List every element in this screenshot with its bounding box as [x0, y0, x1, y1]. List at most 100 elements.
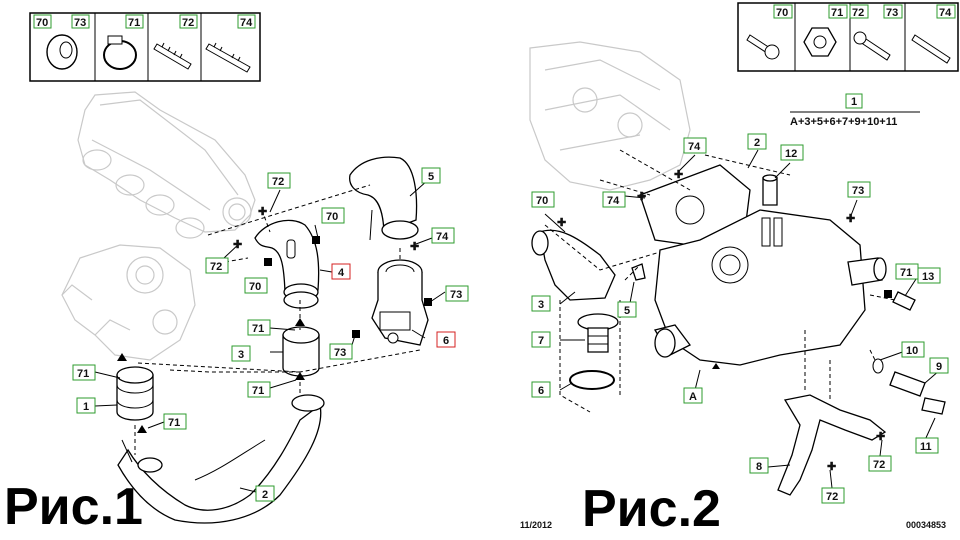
fig1-part-6-egr-valve	[371, 259, 429, 346]
fig1-part-1-sleeve	[116, 366, 154, 421]
svg-text:✚: ✚	[876, 431, 885, 443]
fig1-legend-74: 74	[240, 17, 253, 29]
svg-text:✚: ✚	[637, 191, 646, 203]
fig2-callout-13: 13	[922, 271, 934, 283]
svg-text:✚: ✚	[827, 461, 836, 473]
svg-text:✚: ✚	[674, 169, 683, 181]
fig1-callout-70-top: 70	[326, 211, 338, 223]
fig2-callout-72-bottom: 72	[826, 491, 838, 503]
fig1-callouts: 72 70 5 74 72 70 4 73 71 3 73 6 71	[72, 167, 469, 502]
fig2-callout-70: 70	[536, 195, 548, 207]
fig2-callout-74-top: 74	[688, 141, 701, 153]
fig1-markers: ✚ ✚ ✚	[117, 206, 432, 433]
fig1-part-4-elbow-hose	[254, 219, 320, 309]
fig2-doc-number: 00034853	[906, 520, 946, 530]
fig2-callout-10: 10	[906, 345, 918, 357]
fig2-legend-74: 74	[939, 7, 952, 19]
fig1-legend-70: 70	[36, 17, 48, 29]
fig2-stud-icon	[911, 34, 951, 64]
fig2-callout-12: 12	[785, 148, 797, 160]
fig2-part-3-outlet	[531, 229, 616, 301]
svg-text:✚: ✚	[410, 241, 419, 253]
fig2-legend-72: 72	[852, 7, 864, 19]
fig2-callout-5: 5	[624, 305, 630, 317]
figure-1: 70 73 71 72 74	[4, 12, 469, 536]
fig1-callout-71-mid: 71	[252, 323, 264, 335]
stud-icon	[153, 42, 192, 70]
fig2-caption: Рис.2	[582, 480, 721, 538]
fig2-cylinder-head-ghost	[529, 41, 691, 191]
flange-bolt-icon	[746, 34, 780, 60]
fig1-caption: Рис.1	[4, 478, 143, 536]
fig2-formula-number: 1	[851, 96, 857, 108]
fig2-callout-2: 2	[754, 137, 760, 149]
fig2-markers: ✚ ✚ ✚ ✚ ✚ ✚	[557, 169, 892, 473]
fig2-part-11-connector	[921, 397, 946, 415]
fig2-callout-6: 6	[538, 385, 544, 397]
svg-text:✚: ✚	[233, 239, 242, 251]
fig2-callout-74-left: 74	[607, 195, 620, 207]
fig1-callout-6: 6	[443, 335, 449, 347]
fig2-callout-11: 11	[920, 441, 932, 453]
fig2-part-10-washer	[872, 358, 884, 374]
svg-text:✚: ✚	[557, 217, 566, 229]
fig2-formula: A+3+5+6+7+9+10+11	[790, 116, 897, 128]
figure-2: 70 71 72 73 74	[520, 2, 959, 538]
fig1-legend-71: 71	[128, 17, 140, 29]
fig1-intake-manifold-ghost	[77, 91, 256, 239]
fig1-callout-74: 74	[436, 231, 449, 243]
fig1-callout-3: 3	[238, 349, 244, 361]
fig2-part-13-plug	[892, 291, 916, 311]
fig1-callout-72-top: 72	[272, 176, 284, 188]
fig1-turbo-ghost	[61, 244, 196, 361]
fig1-callout-72-left: 72	[210, 261, 222, 273]
fig1-callout-5: 5	[428, 171, 434, 183]
fig2-callouts: 74 2 12 74 70 73 3 5 71 13 7 10 6	[531, 133, 949, 504]
fig2-callout-72-right: 72	[873, 459, 885, 471]
long-stud-icon	[205, 42, 251, 73]
fig1-callout-71-bottom: 71	[168, 417, 180, 429]
fig1-parts-legend: 70 73 71 72 74	[29, 12, 261, 82]
fig1-part-3-sleeve	[282, 326, 320, 377]
washer-icon	[46, 34, 78, 70]
fig2-part-9-sensor	[889, 371, 926, 397]
fig2-kit-formula: 1 A+3+5+6+7+9+10+11	[790, 93, 920, 128]
fig2-callout-A: A	[689, 391, 697, 403]
fig1-legend-72: 72	[182, 17, 194, 29]
fig2-callout-7: 7	[538, 335, 544, 347]
hose-clamp-icon	[103, 35, 137, 70]
fig2-parts-legend: 70 71 72 73 74	[737, 2, 959, 72]
svg-text:✚: ✚	[258, 206, 267, 218]
fig1-callout-73-low: 73	[334, 347, 346, 359]
fig1-callout-1: 1	[83, 401, 89, 413]
fig2-part-12-sensor	[762, 174, 778, 206]
svg-text:✚: ✚	[846, 213, 855, 225]
fig1-leader-lines	[94, 179, 446, 493]
fig1-legend-73: 73	[74, 17, 86, 29]
fig2-callout-73: 73	[852, 185, 864, 197]
fig1-callout-71-left: 71	[77, 368, 89, 380]
fig2-thermostat-housing	[653, 209, 887, 366]
fig2-part-6-seal	[569, 370, 615, 390]
fig1-callout-73-right: 73	[450, 289, 462, 301]
fig1-part-5-elbow-pipe	[349, 156, 419, 241]
fig1-callout-70-left: 70	[249, 281, 261, 293]
fig2-callout-8: 8	[756, 461, 762, 473]
fig2-part-5-cap	[631, 263, 646, 281]
bolt-icon	[853, 31, 891, 61]
fig2-date: 11/2012	[520, 520, 552, 530]
fig2-callout-9: 9	[936, 361, 942, 373]
fig2-part-7-thermostat	[577, 313, 619, 353]
fig1-callout-4: 4	[338, 267, 345, 279]
fig2-legend-71: 71	[831, 7, 843, 19]
flange-nut-icon	[803, 27, 837, 57]
fig2-callout-3: 3	[538, 299, 544, 311]
fig1-callout-2: 2	[262, 489, 268, 501]
fig2-part-8-bracket	[777, 394, 887, 496]
fig2-leader-lines	[544, 149, 941, 489]
fig1-callout-71-low: 71	[252, 385, 264, 397]
fig2-callout-71: 71	[900, 267, 912, 279]
fig2-legend-70: 70	[776, 7, 788, 19]
fig2-legend-73: 73	[886, 7, 898, 19]
